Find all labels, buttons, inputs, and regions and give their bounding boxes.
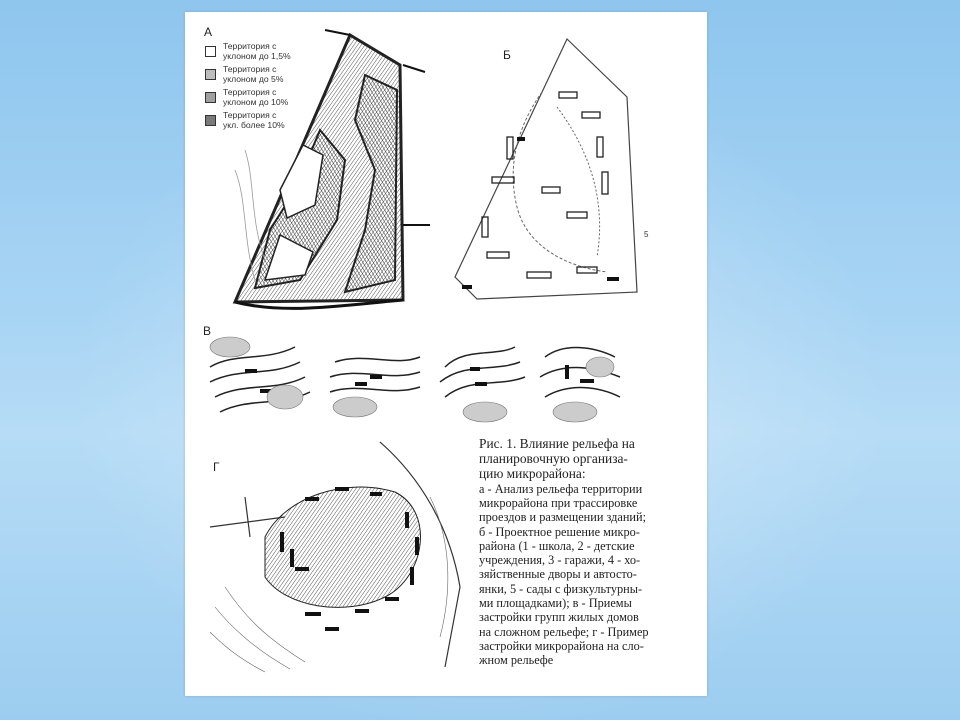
slope-analysis-map <box>232 29 430 310</box>
panel-label-b: Б <box>503 48 511 62</box>
legend-swatch <box>205 46 216 57</box>
legend-swatch <box>205 69 216 80</box>
legend-item: Территория с уклоном до 10% <box>205 87 315 111</box>
caption-body: а - Анализ рельефа территории микрорайон… <box>479 481 649 668</box>
panel-label-g: Г <box>213 460 220 474</box>
panel-label-a: А <box>204 25 213 39</box>
side-mark: 5 <box>644 230 649 239</box>
microdistrict-example-map <box>209 441 461 673</box>
legend-label: Территория с уклоном до 5% <box>223 64 284 84</box>
legend-label: Территория с уклоном до 1,5% <box>223 41 291 61</box>
legend-label: Территория с уклоном до 10% <box>223 87 289 107</box>
building-techniques-sketches <box>209 336 621 423</box>
legend-swatch <box>205 92 216 103</box>
panel-label-v: В <box>203 324 212 338</box>
document-page: А Территория с уклоном до 1,5% Территори… <box>185 12 707 696</box>
legend-item: Территория с уклоном до 1,5% <box>205 41 315 65</box>
slope-legend: Территория с уклоном до 1,5% Территория … <box>205 41 315 134</box>
legend-item: Территория с уклоном до 5% <box>205 64 315 88</box>
legend-item: Территория с укл. более 10% <box>205 110 315 134</box>
design-solution-map <box>454 37 638 300</box>
legend-label: Территория с укл. более 10% <box>223 110 285 130</box>
caption-title: Рис. 1. Влияние рельефа на планировочную… <box>479 436 635 482</box>
figure-caption: Рис. 1. Влияние рельефа на планировочную… <box>479 436 703 667</box>
legend-swatch <box>205 115 216 126</box>
